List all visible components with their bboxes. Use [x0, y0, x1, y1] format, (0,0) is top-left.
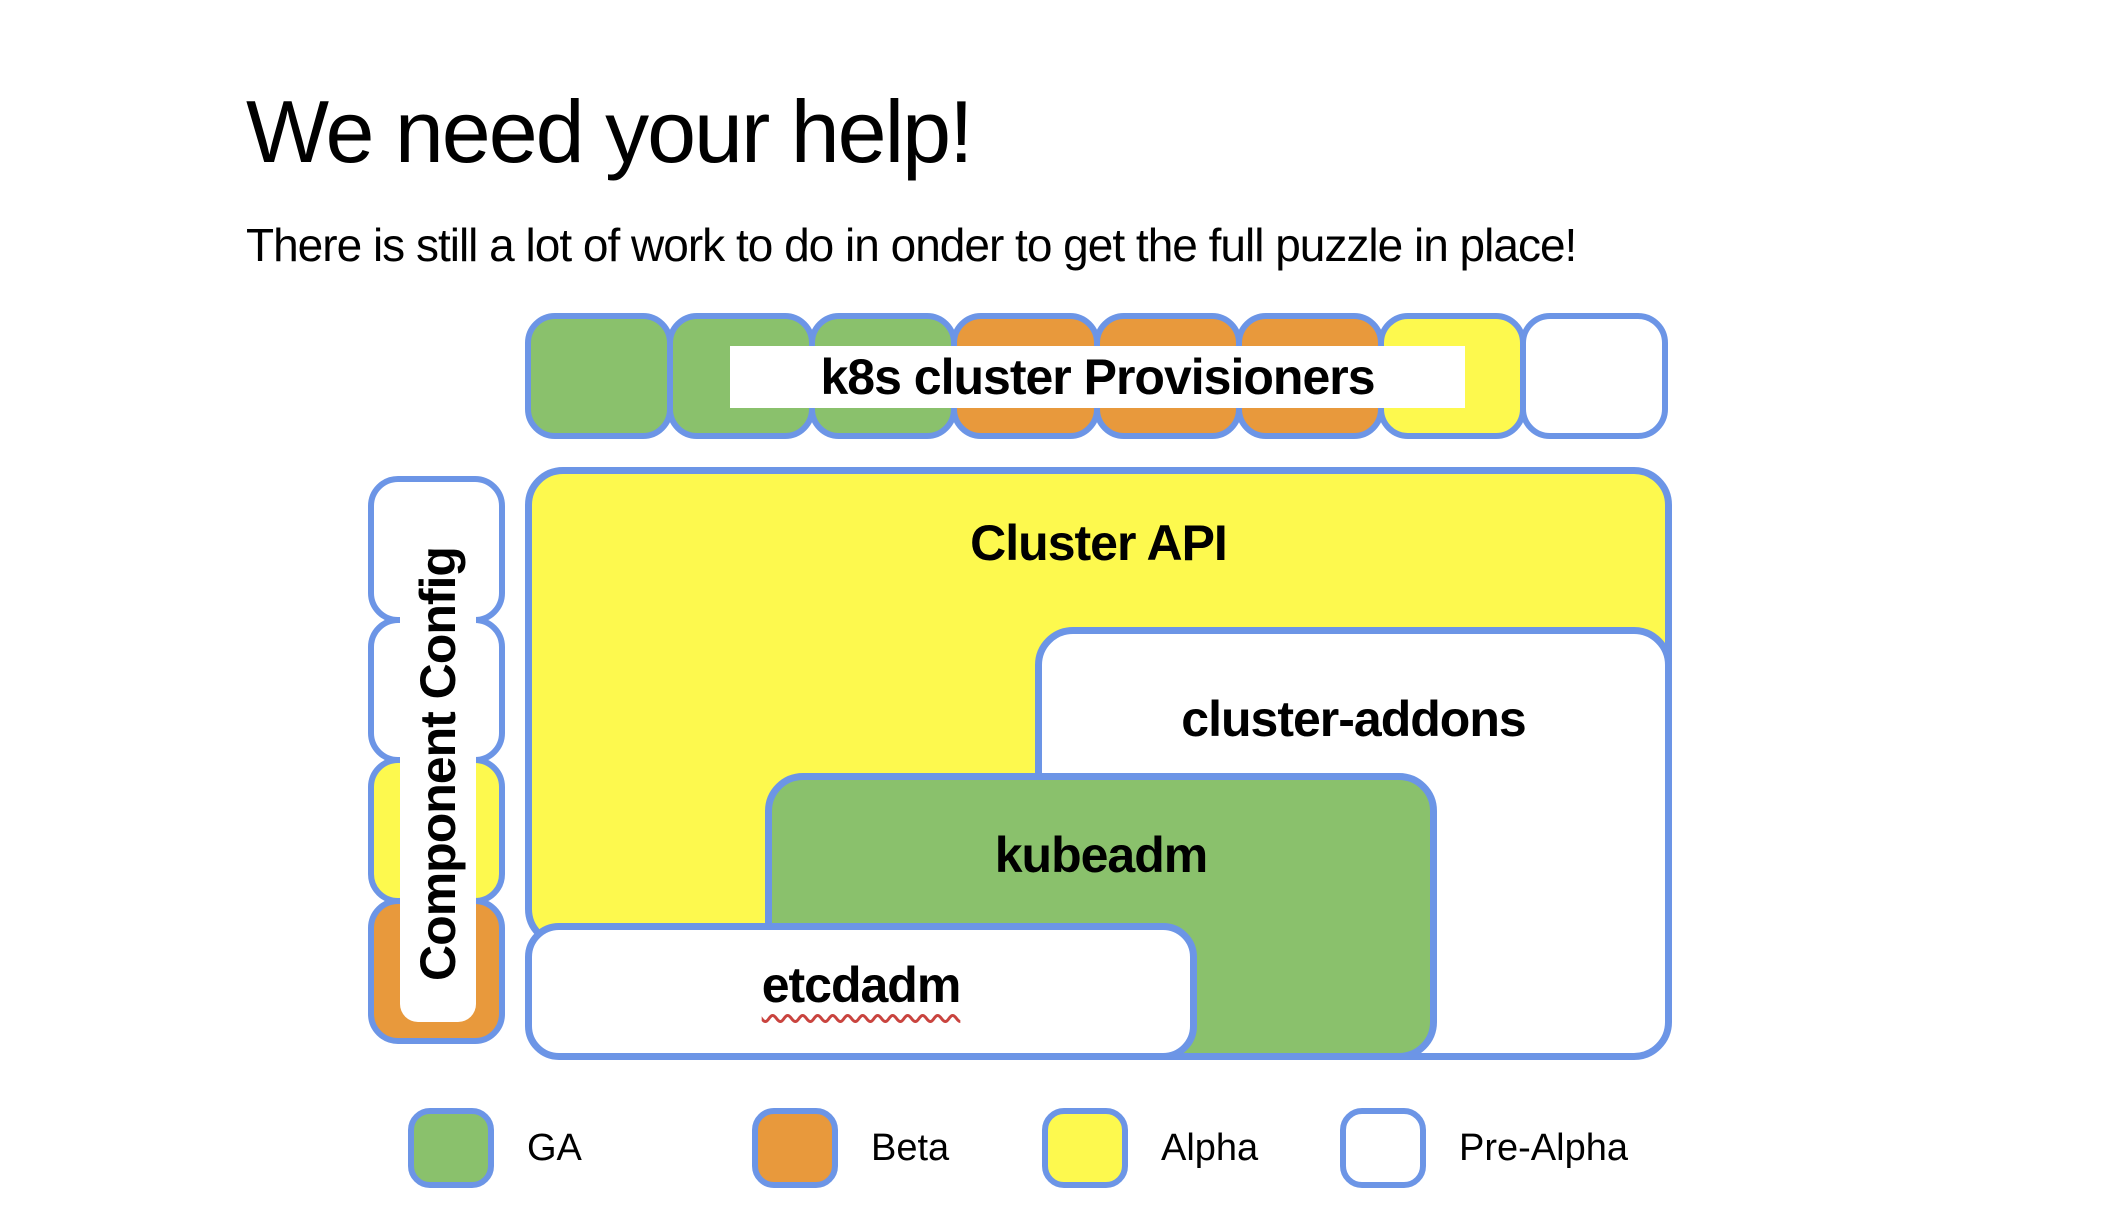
- cluster-addons-label: cluster-addons: [1181, 691, 1526, 747]
- provisioner-row-label: k8s cluster Provisioners: [730, 346, 1465, 408]
- provisioner-piece-ga: [525, 313, 674, 439]
- page-subtitle: There is still a lot of work to do in on…: [246, 219, 1577, 271]
- legend-label: Beta: [871, 1126, 950, 1169]
- legend-swatch-pre-alpha: [1340, 1108, 1426, 1188]
- component-config-label-strip: Component Config: [400, 506, 476, 1022]
- cluster-api-label: Cluster API: [970, 515, 1228, 571]
- legend-swatch-alpha: [1042, 1108, 1128, 1188]
- legend-swatch-beta: [752, 1108, 838, 1188]
- legend-swatch-ga: [408, 1108, 494, 1188]
- kubeadm-label: kubeadm: [994, 827, 1209, 883]
- etcdadm-misspelled-text: etcdadm: [761, 957, 962, 1013]
- etcdadm-block: etcdadm: [525, 923, 1197, 1060]
- legend-item-ga: GA: [408, 1108, 582, 1188]
- legend-label: GA: [527, 1126, 582, 1169]
- legend-item-alpha: Alpha: [1042, 1108, 1258, 1188]
- etcdadm-label: etcdadm: [532, 956, 1190, 1014]
- legend-label: Alpha: [1161, 1126, 1259, 1169]
- legend-item-beta: Beta: [752, 1108, 949, 1188]
- legend-label: Pre-Alpha: [1459, 1126, 1628, 1169]
- provisioner-piece-pre-alpha: [1519, 313, 1668, 439]
- component-config-label: Component Config: [410, 547, 466, 981]
- legend-item-pre-alpha: Pre-Alpha: [1340, 1108, 1628, 1188]
- page-title: We need your help!: [246, 81, 974, 181]
